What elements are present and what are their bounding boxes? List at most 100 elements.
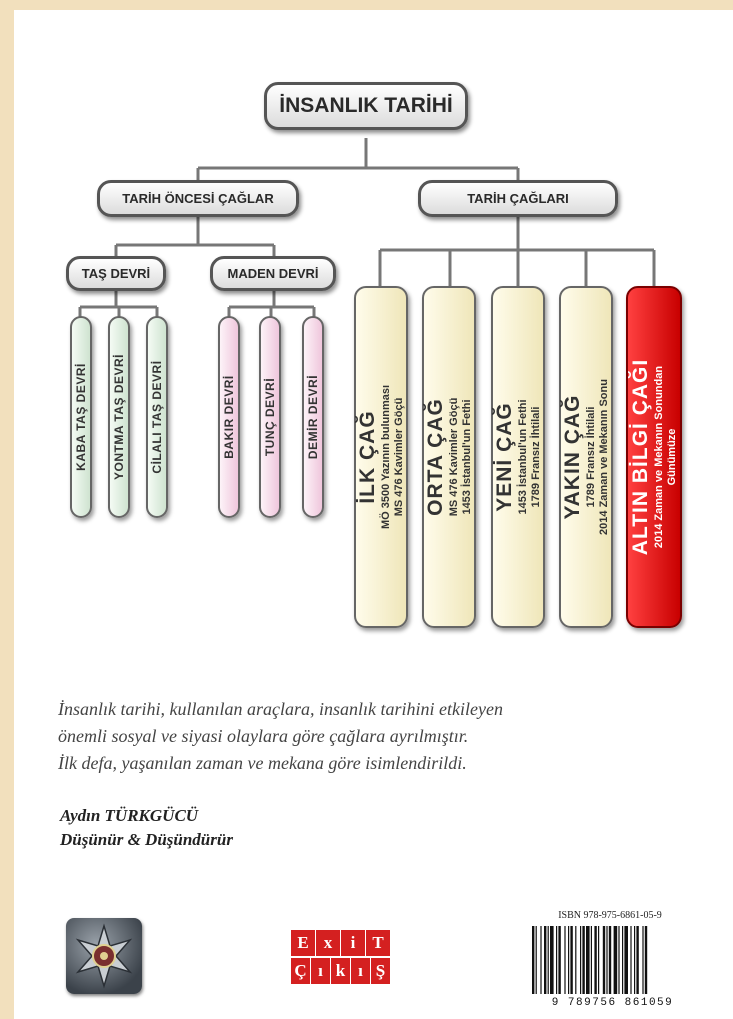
barcode-bar — [618, 926, 620, 994]
period-cilali-tas-label: CİLALI TAŞ DEVRİ — [150, 360, 164, 474]
era-orta-cag-end: 1453 İstanbul'un Fethi — [461, 399, 473, 515]
barcode-bar — [622, 926, 624, 994]
logo-letter: E — [291, 930, 315, 956]
barcode-bar — [613, 926, 618, 994]
era-orta-cag-name: ORTA ÇAĞ — [424, 398, 447, 516]
era-ilk-cag-end: MS 476 Kavimler Göçü — [393, 397, 405, 517]
era-yeni-cag: YENİ ÇAĞ 1453 İstanbul'un Fethi 1789 Fra… — [491, 286, 545, 628]
barcode — [528, 924, 693, 1014]
barcode-bar — [564, 926, 566, 994]
barcode-bar — [606, 926, 608, 994]
era-yakin-cag-text: YAKIN ÇAĞ 1789 Fransız İhtilali 2014 Zam… — [561, 379, 611, 535]
period-yontma-tas-label: YONTMA TAŞ DEVRİ — [112, 353, 126, 481]
era-yakin-cag: YAKIN ÇAĞ 1789 Fransız İhtilali 2014 Zam… — [559, 286, 613, 628]
era-altin-bilgi-cagi: ALTIN BİLGİ ÇAĞI 2014 Zaman ve Mekanın S… — [626, 286, 682, 628]
barcode-bar — [642, 926, 644, 994]
period-tunc-label: TUNÇ DEVRİ — [263, 377, 277, 457]
barcode-bar — [540, 926, 542, 994]
era-yeni-cag-end: 1789 Fransız İhtilali — [530, 406, 542, 508]
era-yakin-cag-name: YAKIN ÇAĞ — [561, 394, 584, 520]
barcode-bar — [556, 926, 558, 994]
barcode-bar — [582, 926, 585, 994]
period-demir-label: DEMİR DEVRİ — [306, 374, 320, 460]
era-orta-cag-start: MS 476 Kavimler Göçü — [448, 397, 460, 517]
root-node-insanlik-tarihi: İNSANLIK TARİHİ — [264, 82, 468, 130]
quote-line: İlk defa, yaşanılan zaman ve mekana göre… — [58, 753, 467, 773]
node-tarih-oncesi: TARİH ÖNCESİ ÇAĞLAR — [97, 180, 299, 217]
book-back-cover: İNSANLIK TARİHİ TARİH ÖNCESİ ÇAĞLAR TARİ… — [14, 10, 733, 1019]
logo-letter: x — [316, 930, 340, 956]
era-ilk-cag-name: İLK ÇAĞ — [356, 410, 379, 504]
era-yeni-cag-name: YENİ ÇAĞ — [493, 402, 516, 512]
barcode-bar — [636, 926, 639, 994]
quote-line: önemli sosyal ve siyasi olaylara göre ça… — [58, 726, 469, 746]
era-altin-bilgi-text: ALTIN BİLGİ ÇAĞI 2014 Zaman ve Mekanın S… — [629, 359, 679, 555]
barcode-bar — [547, 926, 549, 994]
era-altin-bilgi-start: 2014 Zaman ve Mekanın Sonundan — [653, 365, 665, 549]
star-emblem-icon — [66, 918, 142, 994]
barcode-bar — [598, 926, 600, 994]
logo-letter: ı — [311, 958, 330, 984]
barcode-bar — [570, 926, 573, 994]
barcode-bar — [644, 926, 648, 994]
barcode-bar — [634, 926, 636, 994]
node-maden-devri-label: MADEN DEVRİ — [227, 266, 319, 281]
period-bakir-label: BAKIR DEVRİ — [222, 375, 236, 459]
barcode-bar — [630, 926, 632, 994]
logo-letter: Ş — [371, 958, 390, 984]
era-yakin-cag-end: 2014 Zaman ve Mekanın Sonu — [598, 379, 610, 535]
quote-line: İnsanlık tarihi, kullanılan araçlara, in… — [58, 699, 503, 719]
era-orta-cag: ORTA ÇAĞ MS 476 Kavimler Göçü 1453 İstan… — [422, 286, 476, 628]
node-tas-devri-label: TAŞ DEVRİ — [81, 266, 151, 281]
barcode-bar — [544, 926, 547, 994]
barcode-bar — [550, 926, 554, 994]
cover-quote: İnsanlık tarihi, kullanılan araçlara, in… — [58, 696, 708, 777]
era-yeni-cag-text: YENİ ÇAĞ 1453 İstanbul'un Fethi 1789 Fra… — [493, 399, 543, 514]
era-orta-cag-text: ORTA ÇAĞ MS 476 Kavimler Göçü 1453 İstan… — [424, 398, 474, 517]
node-tarih-caglari-label: TARİH ÇAĞLARI — [467, 191, 569, 206]
node-tarih-oncesi-label: TARİH ÖNCESİ ÇAĞLAR — [122, 191, 274, 206]
logo-letter: Ç — [291, 958, 310, 984]
node-tas-devri: TAŞ DEVRİ — [66, 256, 166, 291]
root-node-label: İNSANLIK TARİHİ — [279, 94, 453, 117]
barcode-bar — [568, 926, 570, 994]
barcode-bar — [586, 926, 590, 994]
era-ilk-cag-start: MÖ 3500 Yazının bulunması — [380, 384, 392, 530]
logo-letter: i — [341, 930, 365, 956]
era-altin-bilgi-end: Günümüze — [666, 428, 678, 486]
period-cilali-tas: CİLALI TAŞ DEVRİ — [146, 316, 168, 518]
barcode-bar — [558, 926, 561, 994]
era-ilk-cag: İLK ÇAĞ MÖ 3500 Yazının bulunması MS 476… — [354, 286, 408, 628]
barcode-bar — [532, 926, 535, 994]
tree-connector-lines — [78, 138, 656, 320]
era-yakin-cag-start: 1789 Fransız İhtilali — [585, 406, 597, 508]
publisher-logo: E x i T Ç ı k ı Ş — [288, 928, 392, 986]
era-ilk-cag-text: İLK ÇAĞ MÖ 3500 Yazının bulunması MS 476… — [356, 385, 406, 529]
barcode-number: 9 789756 861059 — [551, 997, 674, 1009]
barcode-bar — [594, 926, 597, 994]
barcode-bar — [535, 926, 537, 994]
era-yeni-cag-start: 1453 İstanbul'un Fethi — [517, 399, 529, 515]
period-tunc: TUNÇ DEVRİ — [259, 316, 281, 518]
logo-letter: ı — [351, 958, 370, 984]
author-role: Düşünür & Düşündürür — [60, 830, 233, 849]
author-name: Aydın TÜRKGÜCÜ — [60, 806, 199, 825]
period-yontma-tas: YONTMA TAŞ DEVRİ — [108, 316, 130, 518]
period-bakir: BAKIR DEVRİ — [218, 316, 240, 518]
node-maden-devri: MADEN DEVRİ — [210, 256, 336, 291]
node-tarih-caglari: TARİH ÇAĞLARI — [418, 180, 618, 217]
author-block: Aydın TÜRKGÜCÜ Düşünür & Düşündürür — [60, 804, 233, 852]
barcode-bars — [532, 926, 648, 994]
period-kaba-tas-label: KABA TAŞ DEVRİ — [74, 363, 88, 471]
era-altin-bilgi-name: ALTIN BİLGİ ÇAĞI — [629, 358, 652, 556]
barcode-bar — [575, 926, 577, 994]
period-kaba-tas: KABA TAŞ DEVRİ — [70, 316, 92, 518]
period-demir: DEMİR DEVRİ — [302, 316, 324, 518]
isbn-text: ISBN 978-975-6861-05-9 — [558, 910, 662, 921]
logo-letter: T — [366, 930, 390, 956]
barcode-bar — [608, 926, 612, 994]
barcode-bar — [602, 926, 606, 994]
logo-letter: k — [331, 958, 350, 984]
barcode-bar — [580, 926, 582, 994]
barcode-bar — [590, 926, 592, 994]
